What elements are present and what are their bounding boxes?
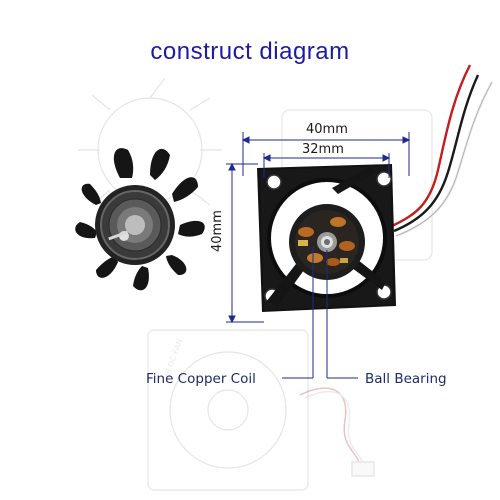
ghost-wire-icon bbox=[299, 387, 375, 477]
dimension-lines bbox=[226, 132, 411, 379]
ball-bearing-icon bbox=[317, 232, 337, 252]
diagram-title: construct diagram bbox=[150, 38, 350, 65]
connector-plug-icon bbox=[352, 462, 374, 476]
fan-rotor-icon bbox=[75, 148, 205, 291]
callout-fine-copper-coil: Fine Copper Coil bbox=[146, 371, 256, 387]
dimension-outer-width: 40mm bbox=[306, 122, 348, 137]
ghost-fan-icon: HB DC FAN bbox=[147, 329, 309, 491]
dimension-outer-height: 40mm bbox=[210, 210, 225, 252]
dimension-hole-spacing: 32mm bbox=[302, 142, 344, 157]
fan-wires bbox=[391, 64, 494, 238]
callout-ball-bearing: Ball Bearing bbox=[365, 371, 447, 387]
